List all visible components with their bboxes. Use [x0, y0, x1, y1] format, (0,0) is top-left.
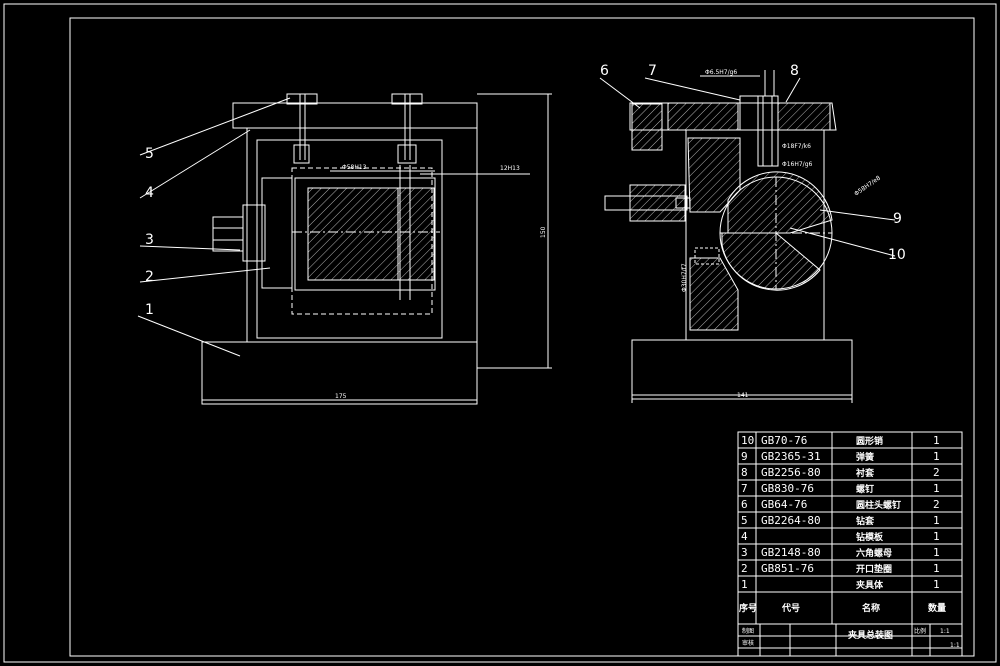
bom-header-code: 代号: [781, 602, 800, 614]
dim-side-fit3: Φ16H7/g6: [782, 161, 813, 168]
balloon-2: 2: [145, 269, 154, 285]
balloon-3: 3: [145, 232, 154, 248]
bom-cell-code: GB2264-80: [761, 514, 821, 527]
bom-cell-code: GB64-76: [761, 498, 807, 511]
bom-cell-no: 8: [741, 466, 748, 479]
balloon-10: 10: [888, 247, 906, 263]
bom-cell-no: 4: [741, 530, 748, 543]
bom-cell-code: GB2148-80: [761, 546, 821, 559]
bom-cell-name: 夹具体: [856, 579, 884, 591]
bom-cell-no: 2: [741, 562, 748, 575]
bom-cell-code: GB830-76: [761, 482, 814, 495]
bom-cell-no: 9: [741, 450, 748, 463]
bom-cell-no: 1: [741, 578, 748, 591]
dim-front-shaft: 12H13: [500, 165, 520, 172]
bom-cell-name: 六角螺母: [856, 547, 892, 559]
bom-cell-no: 7: [741, 482, 748, 495]
bom-cell-qty: 1: [933, 450, 940, 463]
dim-front-height: 150: [540, 226, 547, 238]
bom-cell-no: 3: [741, 546, 748, 559]
sheet-value: 1:1: [950, 642, 960, 649]
scale-value: 1:1: [940, 628, 950, 635]
bom-cell-qty: 1: [933, 578, 940, 591]
bom-cell-code: GB70-76: [761, 434, 807, 447]
bom-cell-name: 圆形销: [856, 435, 883, 447]
side-view: [599, 70, 896, 403]
bom-cell-name: 衬套: [856, 467, 875, 479]
bom-cell-name: 圆柱头螺钉: [856, 499, 901, 511]
bom-cell-qty: 1: [933, 514, 940, 527]
checker-label: 审核: [742, 639, 754, 647]
scale-label: 比例: [914, 627, 926, 635]
bom-cell-qty: 2: [933, 498, 940, 511]
bom-header-name: 名称: [862, 602, 880, 614]
bom-cell-name: 开口垫圈: [856, 563, 892, 575]
bom-cell-code: GB851-76: [761, 562, 814, 575]
inner-border: [69, 17, 975, 657]
dim-side-width: 141: [737, 392, 749, 399]
title-block: [737, 431, 963, 657]
balloon-8: 8: [790, 63, 799, 79]
balloon-1: 1: [145, 302, 154, 318]
drawing-name: 夹具总装图: [848, 629, 893, 641]
drafter-label: 制图: [742, 627, 754, 635]
balloon-4: 4: [145, 185, 154, 201]
bom-cell-qty: 1: [933, 546, 940, 559]
dim-side-fit4: Φ58H7/e8: [853, 174, 882, 197]
bom-cell-qty: 1: [933, 562, 940, 575]
bom-cell-code: GB2365-31: [761, 450, 821, 463]
bom-cell-code: GB2256-80: [761, 466, 821, 479]
bom-cell-no: 6: [741, 498, 748, 511]
dim-front-width: 175: [335, 393, 347, 400]
bom-cell-name: 钻模板: [856, 531, 884, 543]
dim-side-fit5: Φ30H7/f7: [681, 263, 688, 292]
dim-side-fit2: Φ18F7/k6: [782, 143, 811, 150]
bom-cell-qty: 1: [933, 482, 940, 495]
dim-side-fit1: Φ6.5H7/g6: [705, 69, 737, 76]
bom-cell-name: 螺钉: [856, 483, 874, 495]
bom-cell-no: 5: [741, 514, 748, 527]
bom-table: 10 GB70-76 圆形销 1 9 GB2365-31 弹簧 1 8 GB2256-80 衬套 2 7…: [741, 434, 940, 591]
bom-header-qty: 数量: [928, 602, 946, 614]
bom-cell-qty: 2: [933, 466, 940, 479]
bom-cell-no: 10: [741, 434, 754, 447]
bom-header-no: 序号: [739, 602, 757, 614]
bom-cell-name: 弹簧: [856, 451, 874, 463]
bom-cell-qty: 1: [933, 530, 940, 543]
dim-front-bore: Φ58H13: [342, 164, 367, 171]
balloon-6: 6: [600, 63, 609, 79]
balloon-7: 7: [648, 63, 657, 79]
balloon-5: 5: [145, 146, 154, 162]
front-view: [137, 93, 552, 405]
bom-cell-qty: 1: [933, 434, 940, 447]
bom-cell-name: 钻套: [856, 515, 875, 527]
balloon-9: 9: [893, 211, 902, 227]
outer-border: [3, 3, 997, 663]
